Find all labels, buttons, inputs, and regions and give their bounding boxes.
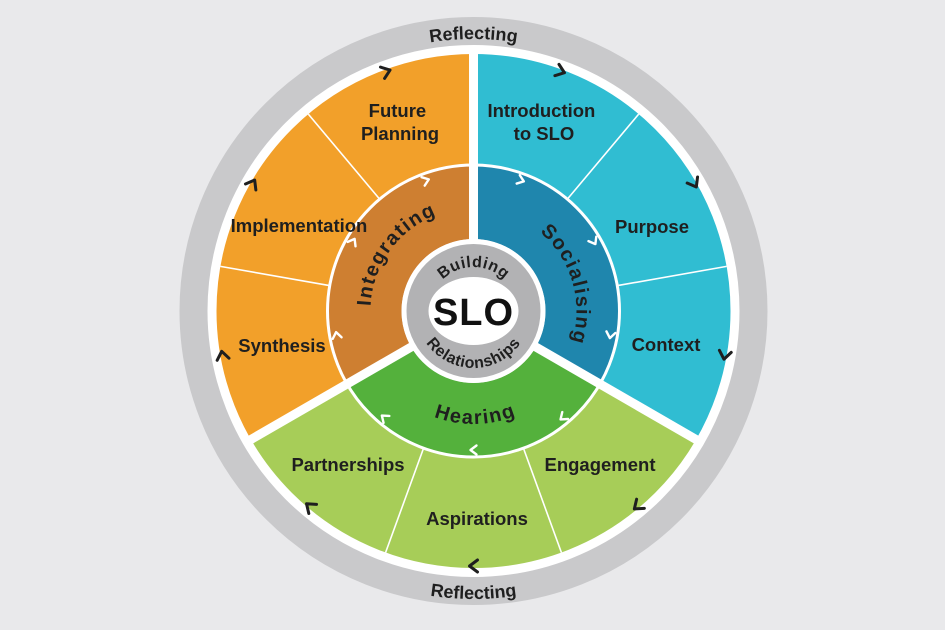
sector-hearing: [247, 384, 700, 572]
gap-lower-left: [243, 337, 424, 447]
divider-introduction-purpose: [567, 113, 640, 199]
segment-label-engagement: Engagement: [544, 454, 655, 475]
chevron-clockwise-icon: [331, 330, 343, 341]
segment-label-context: Context: [632, 334, 701, 355]
divider-aspirations-partnerships: [384, 448, 424, 553]
chevron-clockwise-icon: [378, 65, 392, 80]
chevron-clockwise-icon: [717, 348, 733, 361]
segment-label-future-planning: Future Planning: [361, 100, 439, 144]
segment-label-synthesis: Synthesis: [238, 335, 325, 356]
chevron-clockwise-icon: [605, 330, 617, 340]
chevron-clockwise-icon: [559, 410, 570, 421]
divider-synthesis-implementation: [220, 265, 329, 287]
sector-integrating: [212, 50, 474, 442]
segment-label-introduction-to-slo: Introduction to SLO: [487, 100, 600, 144]
chevron-clockwise-icon: [587, 235, 598, 246]
ring-socialising: [473, 165, 620, 384]
divider-purpose-context: [618, 265, 727, 287]
chevron-clockwise-icon: [346, 237, 357, 248]
chevron-clockwise-icon: [469, 444, 478, 456]
segment-label-purpose: Purpose: [615, 216, 689, 237]
outer-reflecting-ring: [179, 17, 768, 605]
ring-hearing: [347, 347, 600, 457]
chevron-clockwise-icon: [632, 497, 646, 511]
segment-label-aspirations: Aspirations: [426, 508, 528, 529]
segment-label-implementation: Implementation: [231, 215, 368, 236]
chevron-clockwise-icon: [243, 178, 258, 192]
outer-white-gap-ring: [207, 45, 740, 577]
chevron-clockwise-icon: [420, 175, 430, 187]
sector-socialising: [473, 50, 735, 442]
divider-engagement-aspirations: [523, 448, 563, 553]
hub-center: [428, 277, 519, 345]
chevron-clockwise-icon: [553, 62, 566, 78]
reflecting-bottom-label: Reflecting: [430, 580, 518, 603]
chevron-clockwise-icon: [215, 349, 231, 362]
divider-implementation-futureplanning: [307, 113, 380, 199]
ring-integrating: [327, 165, 474, 384]
chevron-clockwise-icon: [685, 175, 700, 189]
chevron-clockwise-icon: [515, 173, 526, 185]
chevron-clockwise-icon: [380, 414, 391, 425]
slo-acronym: SLO: [433, 292, 514, 334]
reflecting-top-label: Reflecting: [428, 23, 519, 46]
gap-lower-right: [523, 337, 704, 447]
segment-label-partnerships: Partnerships: [291, 454, 404, 475]
chevron-clockwise-icon: [305, 502, 319, 516]
chevron-clockwise-icon: [468, 558, 479, 574]
